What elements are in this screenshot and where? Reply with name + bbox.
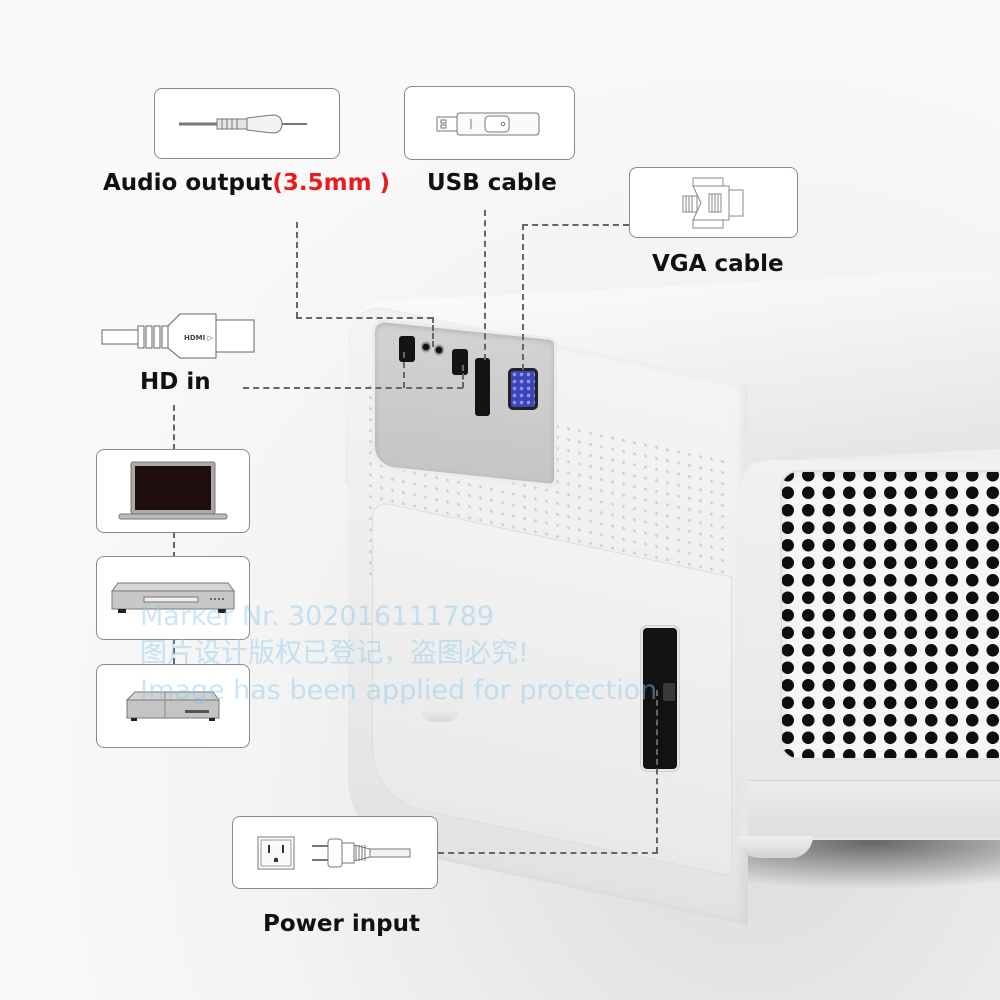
audio-cable-box [154, 88, 340, 159]
audio-connector-line [432, 317, 434, 347]
device-chain-line [173, 638, 175, 664]
laptop-icon [118, 461, 228, 520]
av-jack-port [434, 343, 444, 357]
laptop-box [96, 449, 250, 533]
hdmi-port-2 [452, 349, 468, 375]
hd-in-label: HD in [140, 369, 211, 395]
power-connector-line [656, 690, 658, 853]
hd-connector-line [403, 352, 405, 388]
power-cable-box [232, 816, 438, 889]
vga-port [508, 368, 538, 410]
usb-connector-line [484, 210, 486, 360]
audio-output-text: Audio output [103, 170, 273, 196]
set-top-box-icon [125, 691, 220, 721]
projector-foot-rear [420, 708, 460, 722]
front-speaker-grille [780, 470, 1000, 760]
vga-connector-icon [682, 177, 743, 228]
vga-cable-box [629, 167, 798, 238]
device-chain-line [173, 405, 175, 450]
power-plug-outlet-icon [257, 836, 411, 869]
hdmi-plug-icon: HDMI ▷ [101, 313, 255, 359]
usb-ports [475, 358, 490, 416]
ac-power-socket [641, 626, 679, 771]
vga-cable-label: VGA cable [652, 251, 784, 277]
audio-connector-line [296, 317, 433, 319]
audio-connector-line [296, 222, 298, 318]
usb-cable-label: USB cable [427, 170, 557, 196]
socket-pin [663, 683, 675, 701]
usb-flash-drive-icon [436, 112, 539, 136]
audio-jack-cable-icon [179, 113, 307, 134]
audio-jack-port [421, 340, 431, 354]
vga-connector-line [522, 224, 524, 370]
base-strip [748, 780, 1000, 838]
hd-connector-line [243, 387, 463, 389]
vga-connector-line [522, 224, 629, 226]
power-input-label: Power input [263, 911, 420, 937]
usb-cable-box [404, 86, 575, 160]
dvd-player-icon [111, 582, 235, 613]
dvd-player-box [96, 556, 250, 640]
svg-text:HDMI ▷: HDMI ▷ [184, 334, 214, 342]
projector-foot [737, 836, 813, 858]
audio-output-size: (3.5mm ) [272, 170, 391, 196]
power-connector-line [438, 852, 658, 854]
audio-output-label: Audio output(3.5mm ) [103, 170, 390, 196]
hdmi-plug-graphic: HDMI ▷ [100, 308, 260, 364]
set-top-box-box [96, 664, 250, 748]
device-chain-line [173, 532, 175, 558]
hd-connector-line [462, 365, 464, 388]
hdmi-port-1 [399, 336, 415, 362]
